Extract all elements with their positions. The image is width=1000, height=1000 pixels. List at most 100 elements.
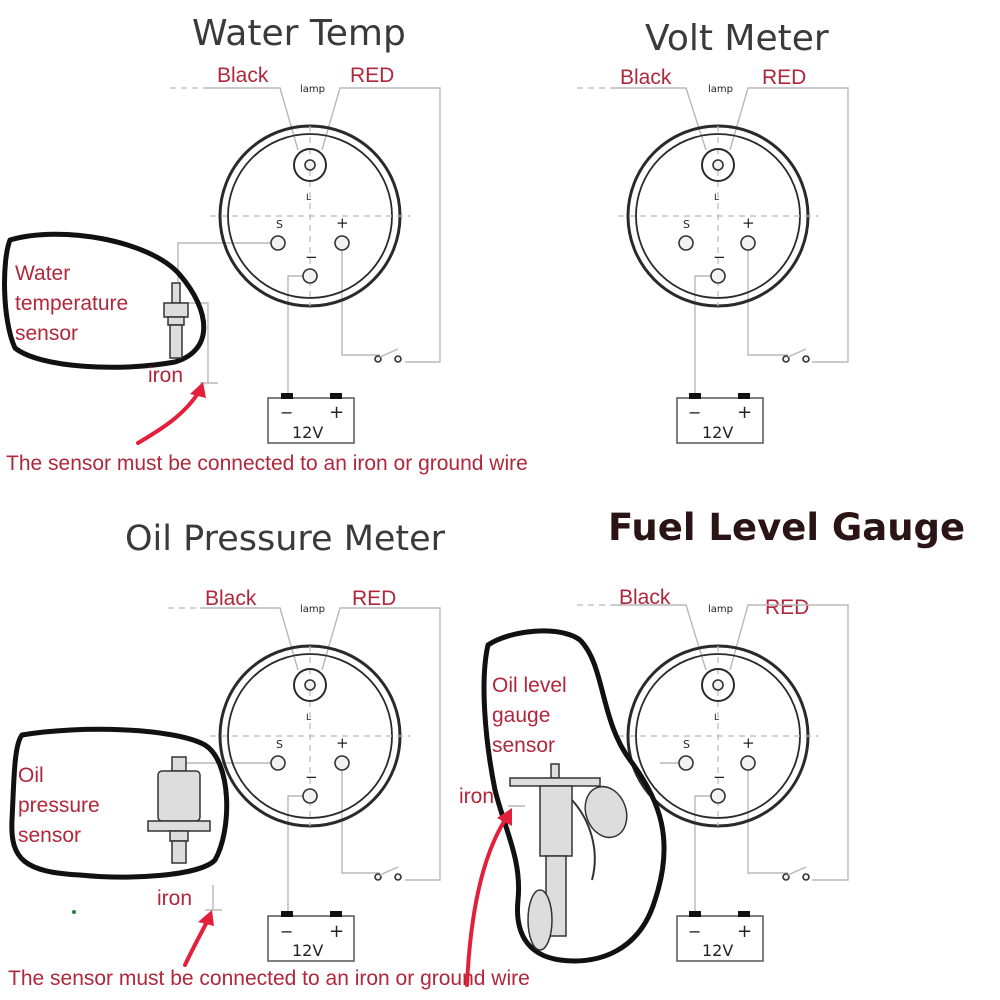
sensor-highlight bbox=[2, 231, 207, 370]
lamp-terminal bbox=[304, 679, 316, 691]
panel-volt-meter: Volt Meter Black lamp RED L S + − − + bbox=[577, 18, 849, 444]
iron-label: iron bbox=[459, 785, 494, 808]
red-wire bbox=[729, 604, 849, 881]
ground-arrow bbox=[465, 818, 507, 987]
red-wire bbox=[321, 87, 441, 363]
plus-terminal-label: + bbox=[742, 214, 755, 232]
battery-voltage: 12V bbox=[292, 423, 323, 442]
battery-icon: − + 12V bbox=[267, 911, 355, 962]
minus-terminal bbox=[710, 788, 726, 804]
sensor-label-line2: temperature bbox=[15, 292, 128, 315]
arrow-head-icon bbox=[497, 808, 512, 826]
lamp-terminal bbox=[304, 159, 316, 171]
svg-text:−: − bbox=[280, 403, 293, 422]
water-temperature-sensor-icon bbox=[163, 282, 189, 359]
plus-terminal bbox=[740, 235, 756, 251]
ground-note: The sensor must be connected to an iron … bbox=[6, 452, 528, 475]
red-wire bbox=[321, 607, 441, 881]
lamp-socket bbox=[701, 148, 735, 182]
iron-label: iron bbox=[157, 887, 192, 910]
lamp-label: lamp bbox=[708, 84, 733, 95]
plus-wire bbox=[341, 243, 380, 356]
switch-icon bbox=[374, 873, 382, 881]
lamp-label: lamp bbox=[300, 84, 325, 95]
minus-wire bbox=[287, 275, 310, 398]
s-wire bbox=[177, 242, 278, 383]
switch-icon bbox=[782, 873, 790, 881]
black-wire-label: Black bbox=[217, 64, 269, 87]
minus-terminal-label: − bbox=[713, 768, 726, 786]
black-wire bbox=[200, 607, 299, 671]
sensor-label-line2: gauge bbox=[492, 704, 550, 727]
lamp-terminal-label: L bbox=[306, 713, 311, 723]
lamp-terminal-label: L bbox=[306, 193, 311, 203]
minus-terminal-label: − bbox=[713, 248, 726, 266]
fuel-level-title: Fuel Level Gauge bbox=[608, 506, 965, 549]
panel-fuel-level: Fuel Level Gauge Black lamp RED L S + − … bbox=[459, 506, 965, 987]
plus-wire bbox=[747, 243, 788, 356]
minus-terminal bbox=[302, 268, 318, 284]
sensor-label-line3: sensor bbox=[18, 824, 81, 847]
iron-label: iron bbox=[148, 364, 183, 387]
s-terminal bbox=[678, 755, 694, 771]
svg-text:+: + bbox=[329, 402, 344, 423]
arrow-head-icon bbox=[198, 910, 214, 926]
plus-wire bbox=[341, 763, 380, 874]
bottom-ground-note: The sensor must be connected to an iron … bbox=[8, 967, 530, 990]
lamp-terminal-label: L bbox=[714, 193, 719, 203]
red-wire-label: RED bbox=[765, 596, 809, 619]
battery-icon: − + 12V bbox=[676, 911, 764, 962]
minus-terminal-label: − bbox=[305, 768, 318, 786]
s-terminal bbox=[678, 235, 694, 251]
battery-icon: − + 12V bbox=[267, 393, 355, 444]
sensor-label-line3: sensor bbox=[15, 322, 78, 345]
black-wire bbox=[205, 87, 299, 151]
lamp-terminal bbox=[712, 159, 724, 171]
minus-terminal bbox=[710, 268, 726, 284]
lamp-terminal-label: L bbox=[714, 713, 719, 723]
ground-arrow bbox=[183, 918, 210, 967]
sensor-label-line1: Water bbox=[15, 262, 70, 285]
red-wire-label: RED bbox=[352, 587, 396, 610]
plus-terminal bbox=[334, 235, 350, 251]
stray-dot bbox=[72, 910, 76, 914]
ground-arrow bbox=[136, 388, 202, 445]
svg-text:+: + bbox=[737, 921, 752, 942]
black-wire bbox=[612, 87, 707, 151]
battery-icon: − + 12V bbox=[676, 393, 764, 444]
water-temp-title: Water Temp bbox=[192, 13, 406, 54]
s-terminal bbox=[270, 755, 286, 771]
minus-terminal bbox=[302, 788, 318, 804]
plus-terminal-label: + bbox=[742, 734, 755, 752]
sensor-highlight bbox=[9, 726, 230, 880]
svg-text:−: − bbox=[280, 922, 293, 941]
red-wire-label: RED bbox=[350, 64, 394, 87]
s-terminal bbox=[270, 235, 286, 251]
battery-voltage: 12V bbox=[702, 941, 733, 960]
red-wire bbox=[729, 87, 849, 363]
oil-pressure-sensor-icon bbox=[147, 756, 211, 864]
sensor-label-line2: pressure bbox=[18, 794, 100, 817]
red-wire-label: RED bbox=[762, 66, 806, 89]
black-wire-label: Black bbox=[620, 66, 672, 89]
plus-terminal-label: + bbox=[336, 214, 349, 232]
svg-text:−: − bbox=[688, 403, 701, 422]
panel-oil-pressure: Oil Pressure Meter Black lamp RED L S + … bbox=[9, 519, 446, 967]
battery-voltage: 12V bbox=[292, 941, 323, 960]
minus-terminal-label: − bbox=[305, 248, 318, 266]
switch-icon bbox=[782, 355, 790, 363]
lamp-socket bbox=[293, 668, 327, 702]
svg-text:+: + bbox=[329, 921, 344, 942]
plus-terminal bbox=[334, 755, 350, 771]
volt-meter-title: Volt Meter bbox=[645, 18, 829, 59]
panel-water-temp: Water Temp Black lamp RED L S + − bbox=[2, 13, 528, 475]
plus-wire bbox=[747, 763, 788, 874]
sensor-label-line3: sensor bbox=[492, 734, 555, 757]
lamp-socket bbox=[701, 668, 735, 702]
svg-text:−: − bbox=[688, 922, 701, 941]
plus-terminal bbox=[740, 755, 756, 771]
s-terminal-label: S bbox=[276, 218, 283, 231]
arrow-head-icon bbox=[190, 382, 206, 398]
battery-voltage: 12V bbox=[702, 423, 733, 442]
